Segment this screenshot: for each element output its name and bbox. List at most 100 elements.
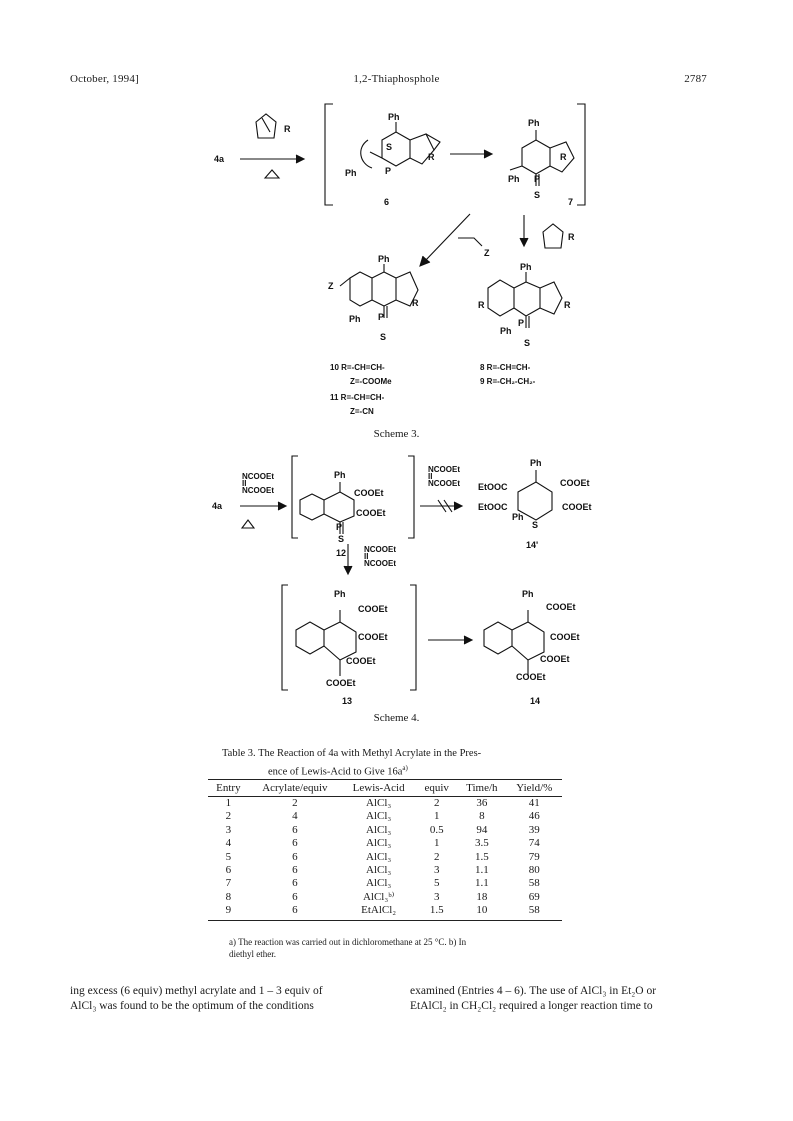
footnote-line1: a) The reaction was carried out in dichl… xyxy=(229,937,467,947)
table-cell: 4 xyxy=(225,837,232,850)
col-equiv: equiv xyxy=(416,779,458,797)
compound-8-legend: 8 R=-CH=CH- xyxy=(480,363,531,372)
table-cell: 58 xyxy=(528,877,540,890)
compound-12-label: 12 xyxy=(336,548,346,558)
table-cell: 6 xyxy=(292,850,298,863)
compound-14-cooet1: COOEt xyxy=(546,602,576,612)
running-header-title: 1,2-Thiaphosphole xyxy=(353,73,440,85)
scheme-3-caption: Scheme 3. xyxy=(373,428,420,440)
table-cell: 5 xyxy=(433,877,440,890)
table-3-title: Table 3. The Reaction of 4a with Methyl … xyxy=(222,747,572,780)
table-cell: 2 xyxy=(292,797,298,809)
compound-14-cooet4: COOEt xyxy=(516,672,546,682)
scheme4-reagent-mid: II xyxy=(242,479,246,488)
compound-7-ph: Ph xyxy=(528,118,540,128)
table-cell: 94 xyxy=(476,823,488,836)
scheme4-reagent2-bottom: NCOOEt xyxy=(428,479,460,488)
compound-10-legend: 10 R=-CH=CH- xyxy=(330,363,385,372)
scheme-4-caption: Scheme 4. xyxy=(373,712,420,724)
compound-6-label: 6 xyxy=(384,197,389,207)
table-cell: 9 xyxy=(208,904,249,921)
compound-6-p: P xyxy=(385,166,391,176)
table-cell: AlCl₃ xyxy=(366,797,392,809)
compound-12-cooet2: COOEt xyxy=(356,508,386,518)
scheme4-reagent3-top: NCOOEt xyxy=(364,545,396,554)
compound-7-label: 7 xyxy=(568,197,573,207)
table-cell: 79 xyxy=(528,850,540,863)
body-left-line1: ing excess (6 equiv) methyl acrylate and… xyxy=(70,985,323,997)
compound-10-legend-z: Z=-COOMe xyxy=(350,377,392,386)
table-cell: 3 xyxy=(433,890,440,903)
compound-14-cooet2: COOEt xyxy=(550,632,580,642)
table-cell: AlCl₃ xyxy=(366,837,392,850)
compound-6-r: R xyxy=(428,152,435,162)
table-cell: 69 xyxy=(528,890,540,903)
table-cell: 8 xyxy=(225,890,232,903)
compound-14p-cooet2: COOEt xyxy=(562,502,592,512)
compound-12-p: P xyxy=(336,522,342,532)
compound-6-ph: Ph xyxy=(388,112,400,122)
body-text-left-column: ing excess (6 equiv) methyl acrylate and… xyxy=(70,984,390,1014)
table-cell: 10 xyxy=(457,904,507,921)
table-cell: 1.1 xyxy=(474,877,489,890)
compound-9-legend: 9 R=-CH₂-CH₂- xyxy=(480,377,536,386)
col-acrylate: Acrylate/equiv xyxy=(248,779,341,797)
compound-14p-etoooc2: EtOOC xyxy=(478,502,508,512)
table-cell: 39 xyxy=(528,823,540,836)
table-header-row: Entry Acrylate/equiv Lewis-Acid equiv Ti… xyxy=(208,779,562,797)
table-cell: 1 xyxy=(433,810,440,823)
compound-8-s: S xyxy=(524,338,530,348)
table-cell: 1.1 xyxy=(474,864,489,877)
body-right-line2: EtAlCl₂ in CH₂Cl₂ required a longer reac… xyxy=(410,1000,653,1012)
table-cell: AlCl₃ xyxy=(366,810,392,823)
scheme-4-figure: NCOOEt II NCOOEt 4a Ph COOEt COOEt P S 1… xyxy=(212,455,592,706)
scheme4-reagent3-bottom: NCOOEt xyxy=(364,559,396,568)
table-cell: 6 xyxy=(292,877,298,890)
table-cell: 3 xyxy=(433,864,440,877)
table-title-footnote-mark: a) xyxy=(402,764,408,772)
table-cell: 2 xyxy=(433,797,440,809)
table-cell: 6 xyxy=(248,904,341,921)
compound-14p-ph2: Ph xyxy=(512,512,524,522)
compound-10-ph: Ph xyxy=(378,254,390,264)
table-cell: 2 xyxy=(225,810,232,823)
compound-13-cooet2: COOEt xyxy=(358,632,388,642)
table-cell: 58 xyxy=(506,904,562,921)
body-text-right-column: examined (Entries 4 – 6). The use of AlC… xyxy=(410,984,730,1014)
table-cell: 5 xyxy=(225,850,232,863)
scheme4-reagent-top: NCOOEt xyxy=(242,472,274,481)
compound-8-p: P xyxy=(518,318,524,328)
compound-8-ph: Ph xyxy=(520,262,532,272)
body-right-line1: examined (Entries 4 – 6). The use of AlC… xyxy=(410,985,657,997)
compound-10-ph2: Ph xyxy=(349,314,361,324)
compound-10-z: Z xyxy=(328,281,334,291)
compound-6-ph2: Ph xyxy=(345,168,357,178)
compound-7-p: P xyxy=(534,174,540,184)
table-cell: 6 xyxy=(292,837,298,850)
compound-14-ph: Ph xyxy=(522,589,534,599)
table-cell: 6 xyxy=(225,864,232,877)
table-title-line1: Table 3. The Reaction of 4a with Methyl … xyxy=(222,748,482,759)
table-cell: 1.5 xyxy=(416,904,458,921)
compound-11-legend: 11 R=-CH=CH- xyxy=(330,393,385,402)
compound-13-cooet3: COOEt xyxy=(346,656,376,666)
table-cell: 0.5 xyxy=(429,823,444,836)
compound-7-ph2: Ph xyxy=(508,174,520,184)
compound-12-cooet1: COOEt xyxy=(354,488,384,498)
scheme-3-figure: R 4a Ph S P Ph R 6 Ph P S Ph R 7 R Z Ph … xyxy=(214,103,586,416)
compound-13-ph: Ph xyxy=(334,589,346,599)
table-cell: 4 xyxy=(292,810,298,823)
compound-14p-cooet1: COOEt xyxy=(560,478,590,488)
compound-7-s: S xyxy=(534,190,540,200)
scheme4-reagent2-mid: II xyxy=(428,472,432,481)
compound-10-r: R xyxy=(412,298,419,308)
table-cell: AlCl₃ᵇ⁾ xyxy=(362,890,395,903)
table-cell: 3 xyxy=(225,823,232,836)
